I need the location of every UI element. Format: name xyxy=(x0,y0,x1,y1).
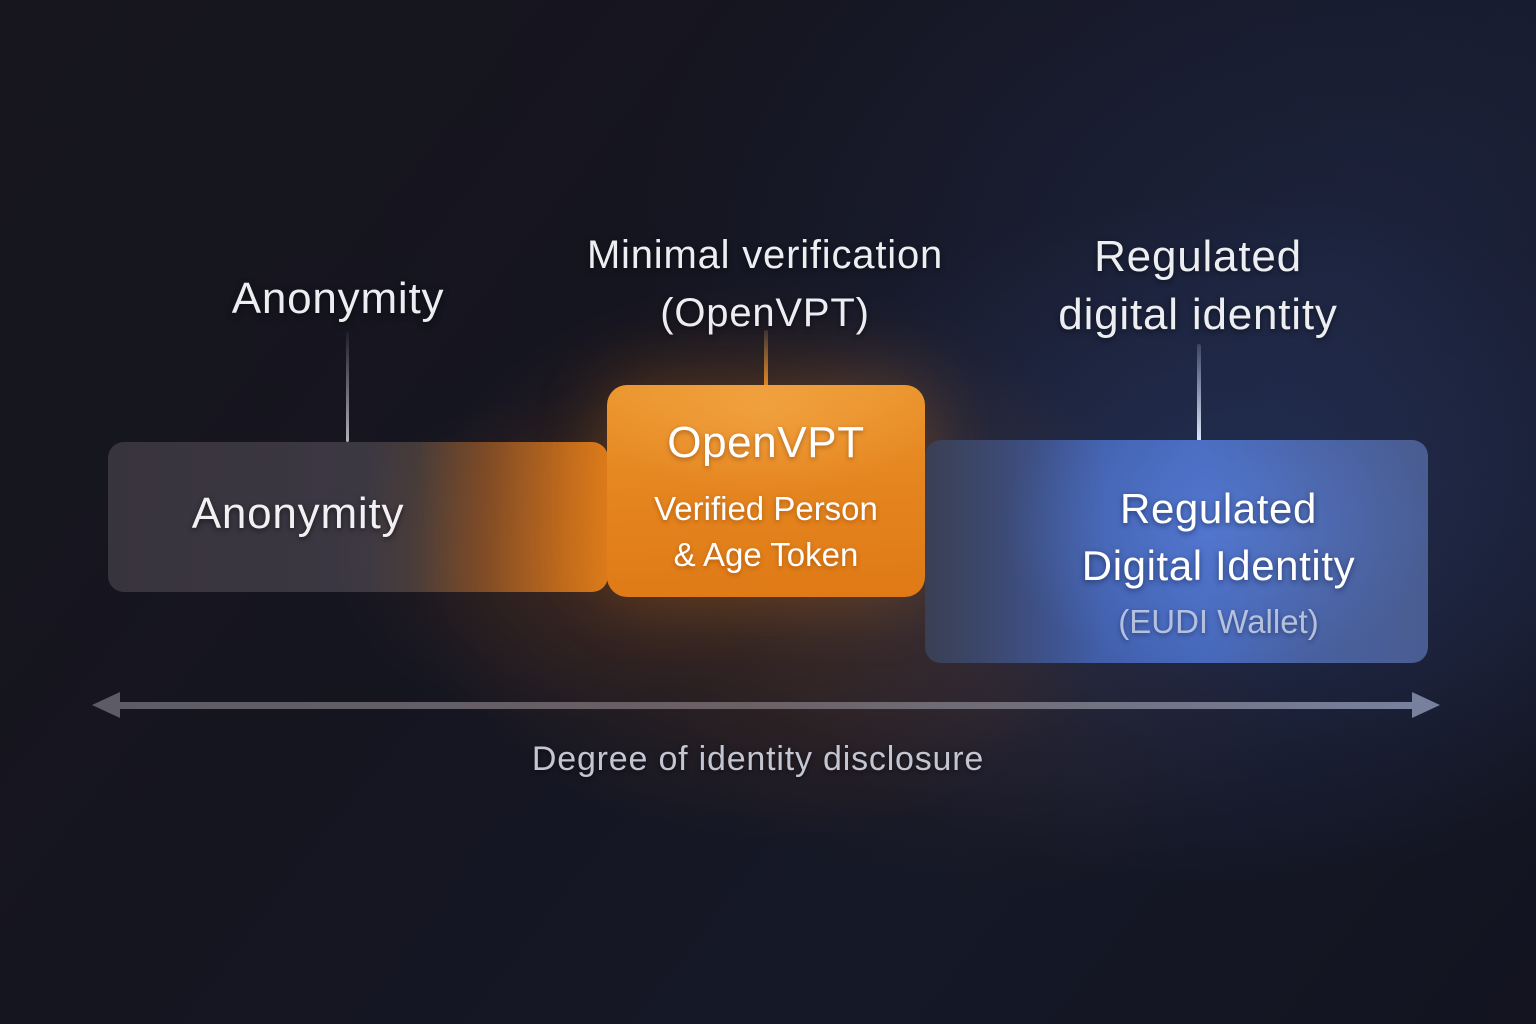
connector-line-openvpt xyxy=(764,330,768,387)
regulated-identity-box: Regulated Digital Identity (EUDI Wallet) xyxy=(925,440,1428,663)
axis-label: Degree of identity disclosure xyxy=(531,740,985,778)
regulated-title-line1: Regulated xyxy=(1120,485,1317,532)
regulated-identity-line1: Regulated xyxy=(1094,232,1302,281)
anonymity-spectrum-bar: Anonymity xyxy=(108,442,608,592)
top-label-regulated-identity: Regulated digital identity xyxy=(998,228,1398,344)
eudi-wallet-label: (EUDI Wallet) xyxy=(1118,603,1319,640)
openvpt-subtitle-line1: Verified Person xyxy=(654,490,878,527)
openvpt-box-title: OpenVPT xyxy=(667,418,865,467)
connector-line-regulated xyxy=(1197,344,1201,442)
identity-disclosure-axis xyxy=(114,702,1416,709)
axis-arrowhead-left-icon xyxy=(92,692,120,718)
minimal-verification-line1: Minimal verification xyxy=(586,233,944,277)
openvpt-box: OpenVPT Verified Person & Age Token xyxy=(607,385,925,597)
regulated-title-line2: Digital Identity xyxy=(1081,542,1356,589)
minimal-verification-line2: (OpenVPT) xyxy=(660,291,870,335)
openvpt-subtitle-line2: & Age Token xyxy=(673,536,859,573)
regulated-box-title: Regulated Digital Identity xyxy=(1082,480,1355,594)
top-label-anonymity: Anonymity xyxy=(231,274,445,323)
anonymity-bar-label: Anonymity xyxy=(191,489,405,538)
openvpt-box-subtitle: Verified Person & Age Token xyxy=(654,486,878,578)
top-label-minimal-verification: Minimal verification (OpenVPT) xyxy=(565,226,965,342)
axis-arrowhead-right-icon xyxy=(1412,692,1440,718)
regulated-identity-line2: digital identity xyxy=(1058,290,1338,339)
connector-line-anonymity xyxy=(346,332,349,442)
